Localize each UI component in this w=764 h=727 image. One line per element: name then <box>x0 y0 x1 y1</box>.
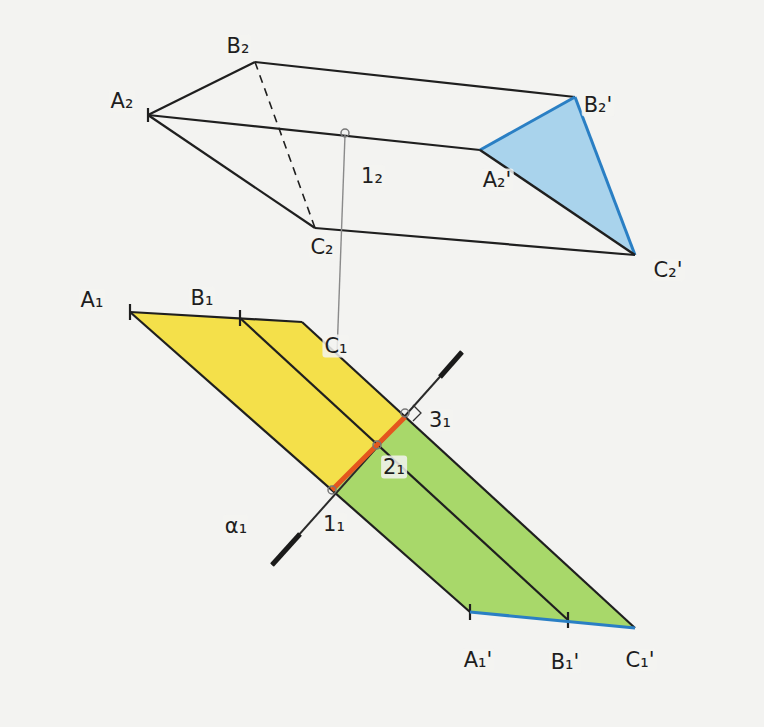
blue-edge <box>470 612 635 628</box>
point-label: B₂' <box>582 94 615 117</box>
point-label: A₁' <box>462 649 495 672</box>
point-label: B₁ <box>189 287 216 310</box>
prism-top-view <box>130 304 635 628</box>
point-label: A₁ <box>79 289 106 312</box>
point-label: α₁ <box>223 515 249 538</box>
point-label: C₁ <box>322 335 349 358</box>
point-label: 2₁ <box>381 456 407 479</box>
point-label: B₂ <box>225 35 252 58</box>
point-marker <box>328 409 409 494</box>
plane-trace-end <box>440 352 462 377</box>
point-marker <box>341 129 349 137</box>
point-label: B₁' <box>549 651 582 674</box>
prism-front-view <box>148 62 635 255</box>
plane-trace-end <box>272 534 300 565</box>
point-label: C₁' <box>624 649 657 672</box>
cutting-plane <box>272 352 462 565</box>
section-triangle <box>480 97 635 255</box>
right-angle-mark <box>413 405 421 421</box>
section-line <box>332 417 405 490</box>
section-outline <box>480 97 635 255</box>
point-label: A₂' <box>481 169 514 192</box>
point-label: C₂' <box>652 259 685 282</box>
green-face <box>332 417 635 628</box>
point-label: 3₁ <box>427 409 453 432</box>
point-label: A₂ <box>109 90 136 113</box>
point-label: C₂ <box>308 236 335 259</box>
point-label: 1₁ <box>321 513 347 536</box>
point-label: 1₂ <box>359 165 385 188</box>
